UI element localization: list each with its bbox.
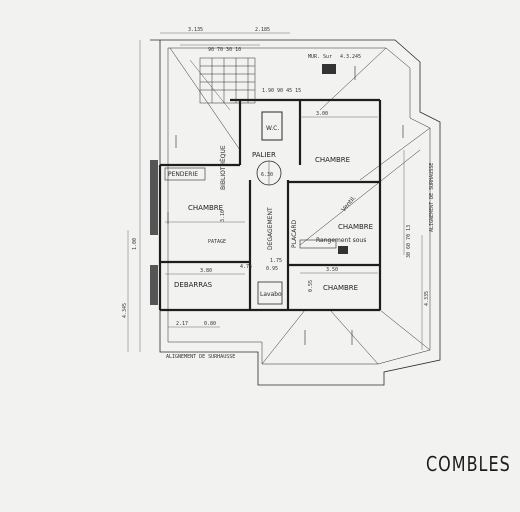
staircase bbox=[199, 57, 256, 104]
dim-chambre-se-w: 3.50 bbox=[326, 267, 338, 273]
dim-small-a: 1.75 bbox=[270, 258, 282, 264]
label-ventil: Ventil. bbox=[340, 194, 357, 213]
dim-top-mid: 2.185 bbox=[255, 27, 270, 33]
dim-bottom-small: 0.80 bbox=[204, 321, 216, 327]
roof-outline bbox=[150, 39, 441, 386]
note-alignement-right: ALIGNEMENT DE SURHAUSSE bbox=[429, 163, 435, 232]
hip-line bbox=[329, 309, 379, 365]
dim-left-total: 4.345 bbox=[122, 303, 128, 318]
dim-wc: 1.90 90 45 15 bbox=[262, 88, 301, 94]
dim-bottom-left: 2.17 bbox=[176, 321, 188, 327]
note-top-mur: MUR. Sur bbox=[308, 54, 332, 60]
west-wall-hatch bbox=[150, 265, 158, 305]
hip-line bbox=[359, 127, 431, 181]
dim-top-left: 3.135 bbox=[188, 27, 203, 33]
dim-left-small: 1.00 bbox=[132, 238, 138, 250]
note-top-right-dim: 4.3.245 bbox=[340, 54, 361, 60]
small-closet bbox=[299, 239, 337, 249]
dim-debarras-w: 3.80 bbox=[200, 268, 212, 274]
hip-line bbox=[299, 149, 421, 246]
chimney bbox=[338, 246, 348, 254]
label-degagement: DEGAGEMENT bbox=[267, 207, 274, 250]
label-placard: PLACARD bbox=[291, 219, 298, 248]
small-closet bbox=[257, 281, 283, 305]
penderie-box bbox=[164, 167, 206, 181]
label-palier: PALIER bbox=[252, 151, 276, 159]
note-alignement-bottom: ALIGNEMENT DE SURHAUSSE bbox=[166, 354, 235, 360]
label-penderie: PENDERIE bbox=[168, 171, 198, 178]
label-rangement: Rangement sous bbox=[316, 237, 366, 244]
dim-chambre-nw-w: 3.10 bbox=[220, 210, 226, 222]
label-chambre-w: CHAMBRE bbox=[188, 204, 223, 212]
label-bibliotheque: BIBLIOTHÈQUE bbox=[219, 145, 227, 190]
wc-box bbox=[261, 111, 283, 141]
hip-line bbox=[169, 47, 241, 151]
label-wc: W.C. bbox=[266, 125, 279, 132]
dim-right-col: 30 60 70 13 bbox=[406, 225, 412, 258]
chimney bbox=[322, 64, 336, 74]
label-chambre-nw: CHAMBRE bbox=[315, 156, 350, 164]
dim-degag-w: 0.95 bbox=[266, 266, 278, 272]
note-rotonde: 6.30 bbox=[261, 172, 273, 178]
label-debarras: DEBARRAS bbox=[174, 281, 213, 289]
dim-small-c: 0.55 bbox=[308, 280, 314, 292]
label-chambre-se: CHAMBRE bbox=[323, 284, 358, 292]
label-chambre-e: CHAMBRE bbox=[338, 223, 373, 231]
hip-line bbox=[189, 59, 231, 111]
hip-line bbox=[261, 309, 306, 365]
dim-chambre-e-w: 3.00 bbox=[316, 111, 328, 117]
dim-small-b: 4.75 bbox=[240, 264, 252, 270]
label-lavabo: Lavabo bbox=[260, 291, 282, 298]
dim-stair: 90 70 30 10 bbox=[208, 47, 241, 53]
sheet-title: COMBLES bbox=[426, 452, 511, 476]
west-wall-hatch bbox=[150, 160, 158, 235]
hip-line bbox=[379, 309, 431, 351]
dim-right-total: 4.335 bbox=[424, 291, 430, 306]
note-patage: PATAGE bbox=[208, 239, 226, 245]
